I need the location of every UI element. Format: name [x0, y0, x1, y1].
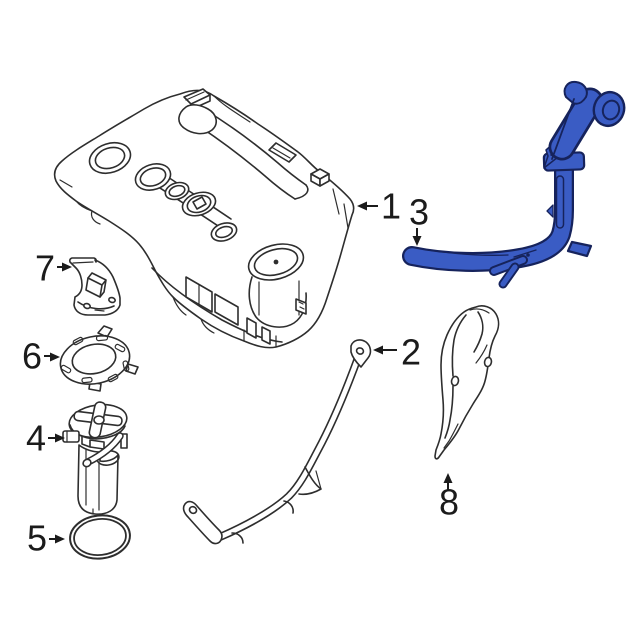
- callout-3-arrowhead: [412, 236, 422, 246]
- callout-2[interactable]: 2: [373, 332, 421, 373]
- fuel-pump-module-drawing: [62, 401, 128, 515]
- heat-shield-drawing: [434, 305, 500, 460]
- fuel-pump-o-ring-drawing: [69, 514, 131, 560]
- callout-1[interactable]: 1: [357, 186, 401, 227]
- callout-8-label[interactable]: 8: [439, 482, 459, 523]
- callout-4-arrowhead: [55, 433, 65, 443]
- callout-6-arrowhead: [50, 352, 60, 362]
- callout-7-arrowhead: [62, 262, 72, 272]
- callout-3-label[interactable]: 3: [409, 192, 429, 233]
- callout-8[interactable]: 8: [439, 473, 459, 523]
- callout-6[interactable]: 6: [22, 336, 60, 377]
- callout-5-arrowhead: [55, 534, 65, 544]
- callout-2-arrowhead: [373, 345, 383, 355]
- callout-7[interactable]: 7: [35, 248, 72, 289]
- fuel-pump-lock-ring-drawing: [59, 325, 139, 392]
- callout-8-arrowhead: [443, 473, 453, 483]
- callout-4[interactable]: 4: [26, 418, 65, 459]
- filler-pipe-bracket-drawing: [68, 257, 121, 316]
- callout-7-label[interactable]: 7: [35, 248, 55, 289]
- callout-3[interactable]: 3: [409, 192, 429, 247]
- fuel-tank-drawing: [53, 88, 355, 349]
- callout-1-label[interactable]: 1: [381, 186, 401, 227]
- fuel-filler-neck-pipe-drawing-highlighted: [402, 80, 626, 289]
- fuel-tank-strap-drawing: [182, 339, 372, 545]
- callout-4-label[interactable]: 4: [26, 418, 46, 459]
- callout-5-label[interactable]: 5: [27, 518, 47, 559]
- callout-1-arrowhead: [357, 201, 367, 211]
- callout-6-label[interactable]: 6: [22, 336, 42, 377]
- callout-5[interactable]: 5: [27, 518, 65, 559]
- callout-2-label[interactable]: 2: [401, 332, 421, 373]
